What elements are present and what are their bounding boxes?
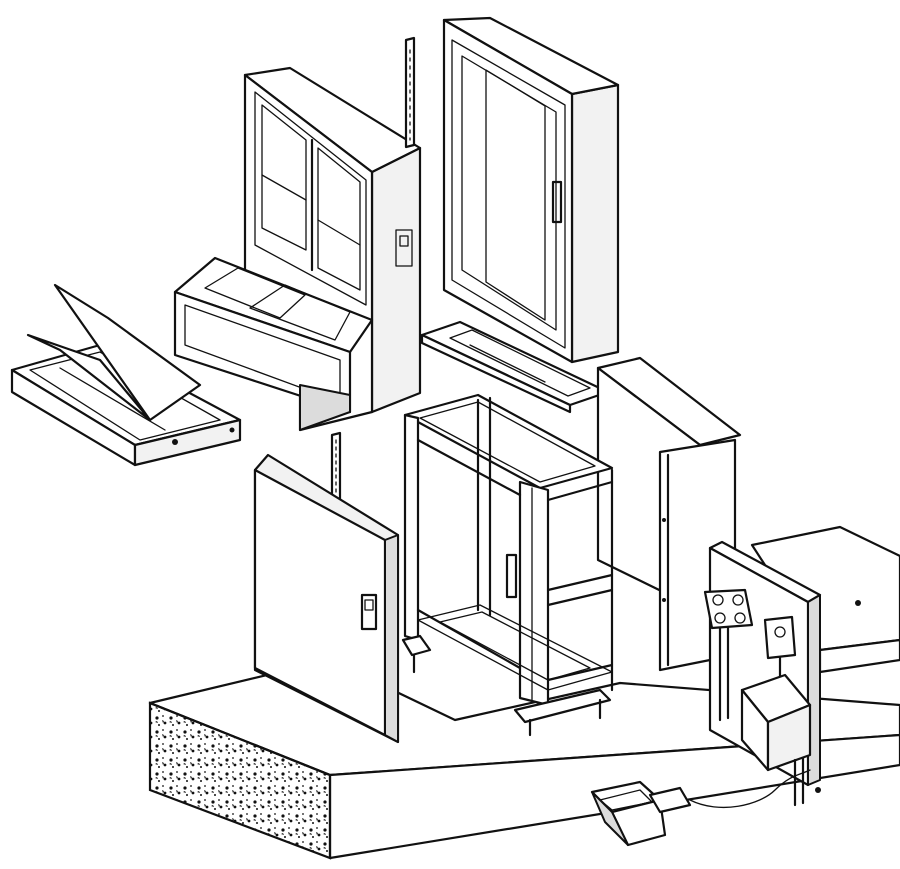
control-desk-drawer	[10, 283, 242, 467]
console-cabinet	[173, 66, 422, 432]
cabinet-frame	[401, 393, 614, 737]
side-panel	[596, 356, 742, 672]
roof-plate	[420, 320, 610, 414]
foot-pedal	[590, 769, 811, 847]
mounting-rail-lower	[330, 431, 342, 504]
mounting-plate	[703, 540, 822, 807]
front-door-panel	[253, 453, 400, 744]
mounting-rail-upper	[404, 36, 416, 149]
glazed-door-cabinet	[442, 16, 620, 364]
